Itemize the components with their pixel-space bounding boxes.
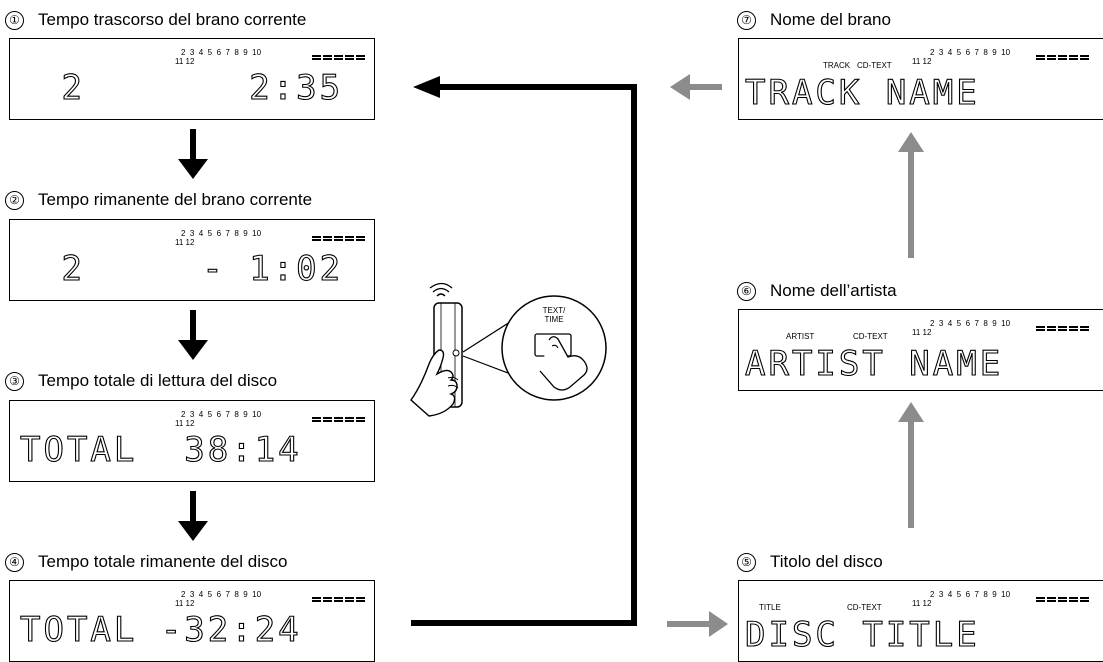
track-numbers-bottom: 11 12 xyxy=(912,57,932,66)
track-numbers-bottom: 11 12 xyxy=(912,328,932,337)
step-3-label: ③ Tempo totale di lettura del disco xyxy=(5,371,277,391)
down-arrow-3-4 xyxy=(178,491,208,541)
step-2-label: ② Tempo rimanente del brano corrente xyxy=(5,190,312,210)
step-title: Titolo del disco xyxy=(770,552,883,571)
track-numbers-top: 2 3 4 5 6 7 8 9 10 xyxy=(181,590,262,599)
level-bars-icon xyxy=(312,417,366,422)
track-numbers-top: 2 3 4 5 6 7 8 9 10 xyxy=(181,48,262,57)
step-number: ④ xyxy=(5,553,24,572)
return-loop-arrow xyxy=(411,76,637,626)
step-number: ⑤ xyxy=(737,553,756,572)
lcd-display: 2 3 4 5 6 7 8 9 10 11 12 2 - 1:02 xyxy=(9,219,375,301)
step-number: ⑦ xyxy=(737,11,756,30)
level-bars-icon xyxy=(312,597,366,602)
grey-arrow-7-1 xyxy=(670,74,722,100)
track-numbers-top: 2 3 4 5 6 7 8 9 10 xyxy=(930,319,1011,328)
track-numbers-bottom: 11 12 xyxy=(912,599,932,608)
grey-arrow-6-7 xyxy=(898,132,924,258)
step-number: ⑥ xyxy=(737,282,756,301)
step-7-label: ⑦ Nome del brano xyxy=(737,10,891,30)
lcd-text: 2 - 1:02 xyxy=(38,249,344,289)
step-title: Tempo trascorso del brano corrente xyxy=(38,10,307,29)
track-indicator: TRACK xyxy=(823,61,851,70)
step-number: ① xyxy=(5,11,24,30)
level-bars-icon xyxy=(1036,597,1090,602)
lcd-display: 2 3 4 5 6 7 8 9 10 11 12 TOTAL 38:14 xyxy=(9,400,375,482)
track-numbers-top: 2 3 4 5 6 7 8 9 10 xyxy=(181,410,262,419)
step-number: ③ xyxy=(5,372,24,391)
step-6-label: ⑥ Nome dell’artista xyxy=(737,281,897,301)
zoom-line-bottom xyxy=(462,355,517,377)
lcd-text: TOTAL 38:14 xyxy=(19,430,302,470)
cd-text-indicator: CD-TEXT xyxy=(857,61,892,70)
step-title: Tempo totale rimanente del disco xyxy=(38,552,288,571)
grey-arrow-4-5 xyxy=(667,611,728,637)
track-numbers-top: 2 3 4 5 6 7 8 9 10 xyxy=(181,229,262,238)
lcd-display: ARTIST CD-TEXT 2 3 4 5 6 7 8 9 10 11 12 … xyxy=(738,309,1103,391)
button-press-icon xyxy=(501,295,607,401)
track-numbers-bottom: 11 12 xyxy=(175,238,195,247)
hand-icon xyxy=(410,349,459,417)
level-bars-icon xyxy=(312,236,366,241)
level-bars-icon xyxy=(1036,55,1090,60)
track-numbers-top: 2 3 4 5 6 7 8 9 10 xyxy=(930,48,1011,57)
title-indicator: TITLE xyxy=(759,603,781,612)
lcd-display: TITLE CD-TEXT 2 3 4 5 6 7 8 9 10 11 12 D… xyxy=(738,580,1103,662)
step-title: Tempo rimanente del brano corrente xyxy=(38,190,313,209)
step-title: Tempo totale di lettura del disco xyxy=(38,371,278,390)
track-numbers-bottom: 11 12 xyxy=(175,599,195,608)
lcd-text: ARTIST NAME xyxy=(744,344,1004,384)
step-number: ② xyxy=(5,191,24,210)
cd-text-indicator: CD-TEXT xyxy=(847,603,882,612)
cd-text-indicator: CD-TEXT xyxy=(853,332,888,341)
lcd-display: TRACK CD-TEXT 2 3 4 5 6 7 8 9 10 11 12 T… xyxy=(738,38,1103,120)
step-title: Nome del brano xyxy=(770,10,891,29)
level-bars-icon xyxy=(312,55,366,60)
track-numbers-top: 2 3 4 5 6 7 8 9 10 xyxy=(930,590,1011,599)
lcd-display: 2 3 4 5 6 7 8 9 10 11 12 2 2:35 xyxy=(9,38,375,120)
text-time-button-label: TEXT/ TIME xyxy=(536,306,572,324)
down-arrow-2-3 xyxy=(178,310,208,360)
track-numbers-bottom: 11 12 xyxy=(175,419,195,428)
step-4-label: ④ Tempo totale rimanente del disco xyxy=(5,552,287,572)
track-numbers-bottom: 11 12 xyxy=(175,57,195,66)
step-title: Nome dell’artista xyxy=(770,281,897,300)
down-arrow-1-2 xyxy=(178,129,208,179)
level-bars-icon xyxy=(1036,326,1090,331)
step-5-label: ⑤ Titolo del disco xyxy=(737,552,883,572)
lcd-text: 2 2:35 xyxy=(38,68,344,108)
zoom-line-top xyxy=(462,321,511,353)
button-label-line-1: TEXT/ xyxy=(542,306,566,315)
artist-indicator: ARTIST xyxy=(786,332,815,341)
button-label-line-2: TIME xyxy=(544,315,564,324)
lcd-text: TRACK NAME xyxy=(744,73,980,113)
lcd-text: DISC TITLE xyxy=(744,615,980,655)
grey-arrow-5-6 xyxy=(898,402,924,528)
lcd-text: TOTAL -32:24 xyxy=(19,610,302,650)
step-1-label: ① Tempo trascorso del brano corrente xyxy=(5,10,306,30)
